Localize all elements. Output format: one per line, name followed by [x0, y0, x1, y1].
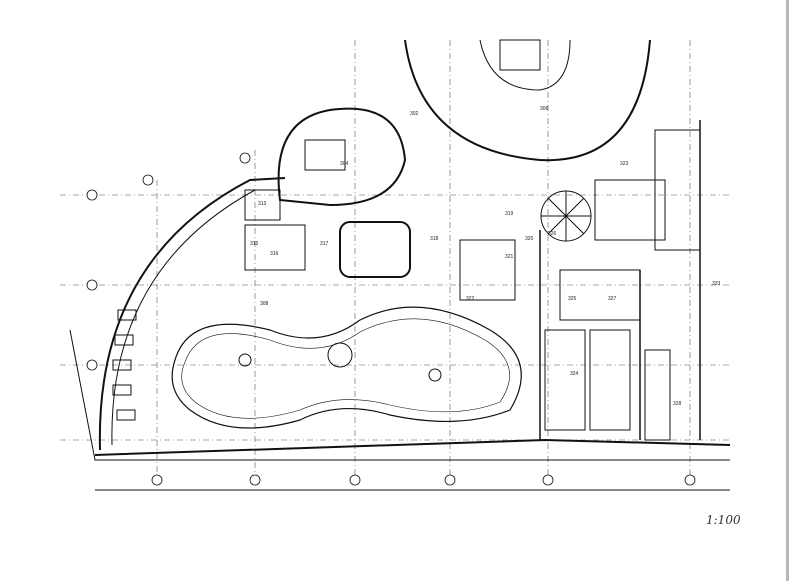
room-labels: 304 306 308 302 313 315 316 317 318 319 … — [250, 106, 721, 407]
grid-bubbles — [86, 152, 696, 486]
room-label: 322 — [466, 296, 475, 302]
room-label: 302 — [410, 111, 419, 117]
room-label: 320 — [525, 236, 534, 242]
room-label: 323 — [620, 161, 629, 167]
scan-edge — [786, 0, 789, 581]
room-label: 313 — [258, 201, 267, 207]
service-rooms — [244, 129, 701, 441]
room-label: 328 — [673, 401, 682, 407]
sun-loungers — [112, 309, 137, 421]
room-label: 324 — [570, 371, 579, 377]
upper-curved-building — [404, 39, 651, 162]
room-label: 317 — [320, 241, 329, 247]
room-label: 315 — [250, 241, 259, 247]
room-label: 327 — [608, 296, 617, 302]
room-label: 319 — [505, 211, 514, 217]
stair-core — [277, 107, 592, 278]
room-label: 306 — [540, 106, 549, 112]
scale-note: 1:100 — [706, 513, 741, 527]
room-label: 326 — [548, 231, 557, 237]
room-label: 318 — [430, 236, 439, 242]
room-label: 316 — [270, 251, 279, 257]
grid-lines — [60, 40, 730, 480]
pool — [171, 306, 522, 429]
room-label: 325 — [568, 296, 577, 302]
room-label: 321 — [505, 254, 514, 260]
room-label: 308 — [260, 301, 269, 307]
room-label: 333 — [712, 281, 721, 287]
room-label: 304 — [340, 161, 349, 167]
